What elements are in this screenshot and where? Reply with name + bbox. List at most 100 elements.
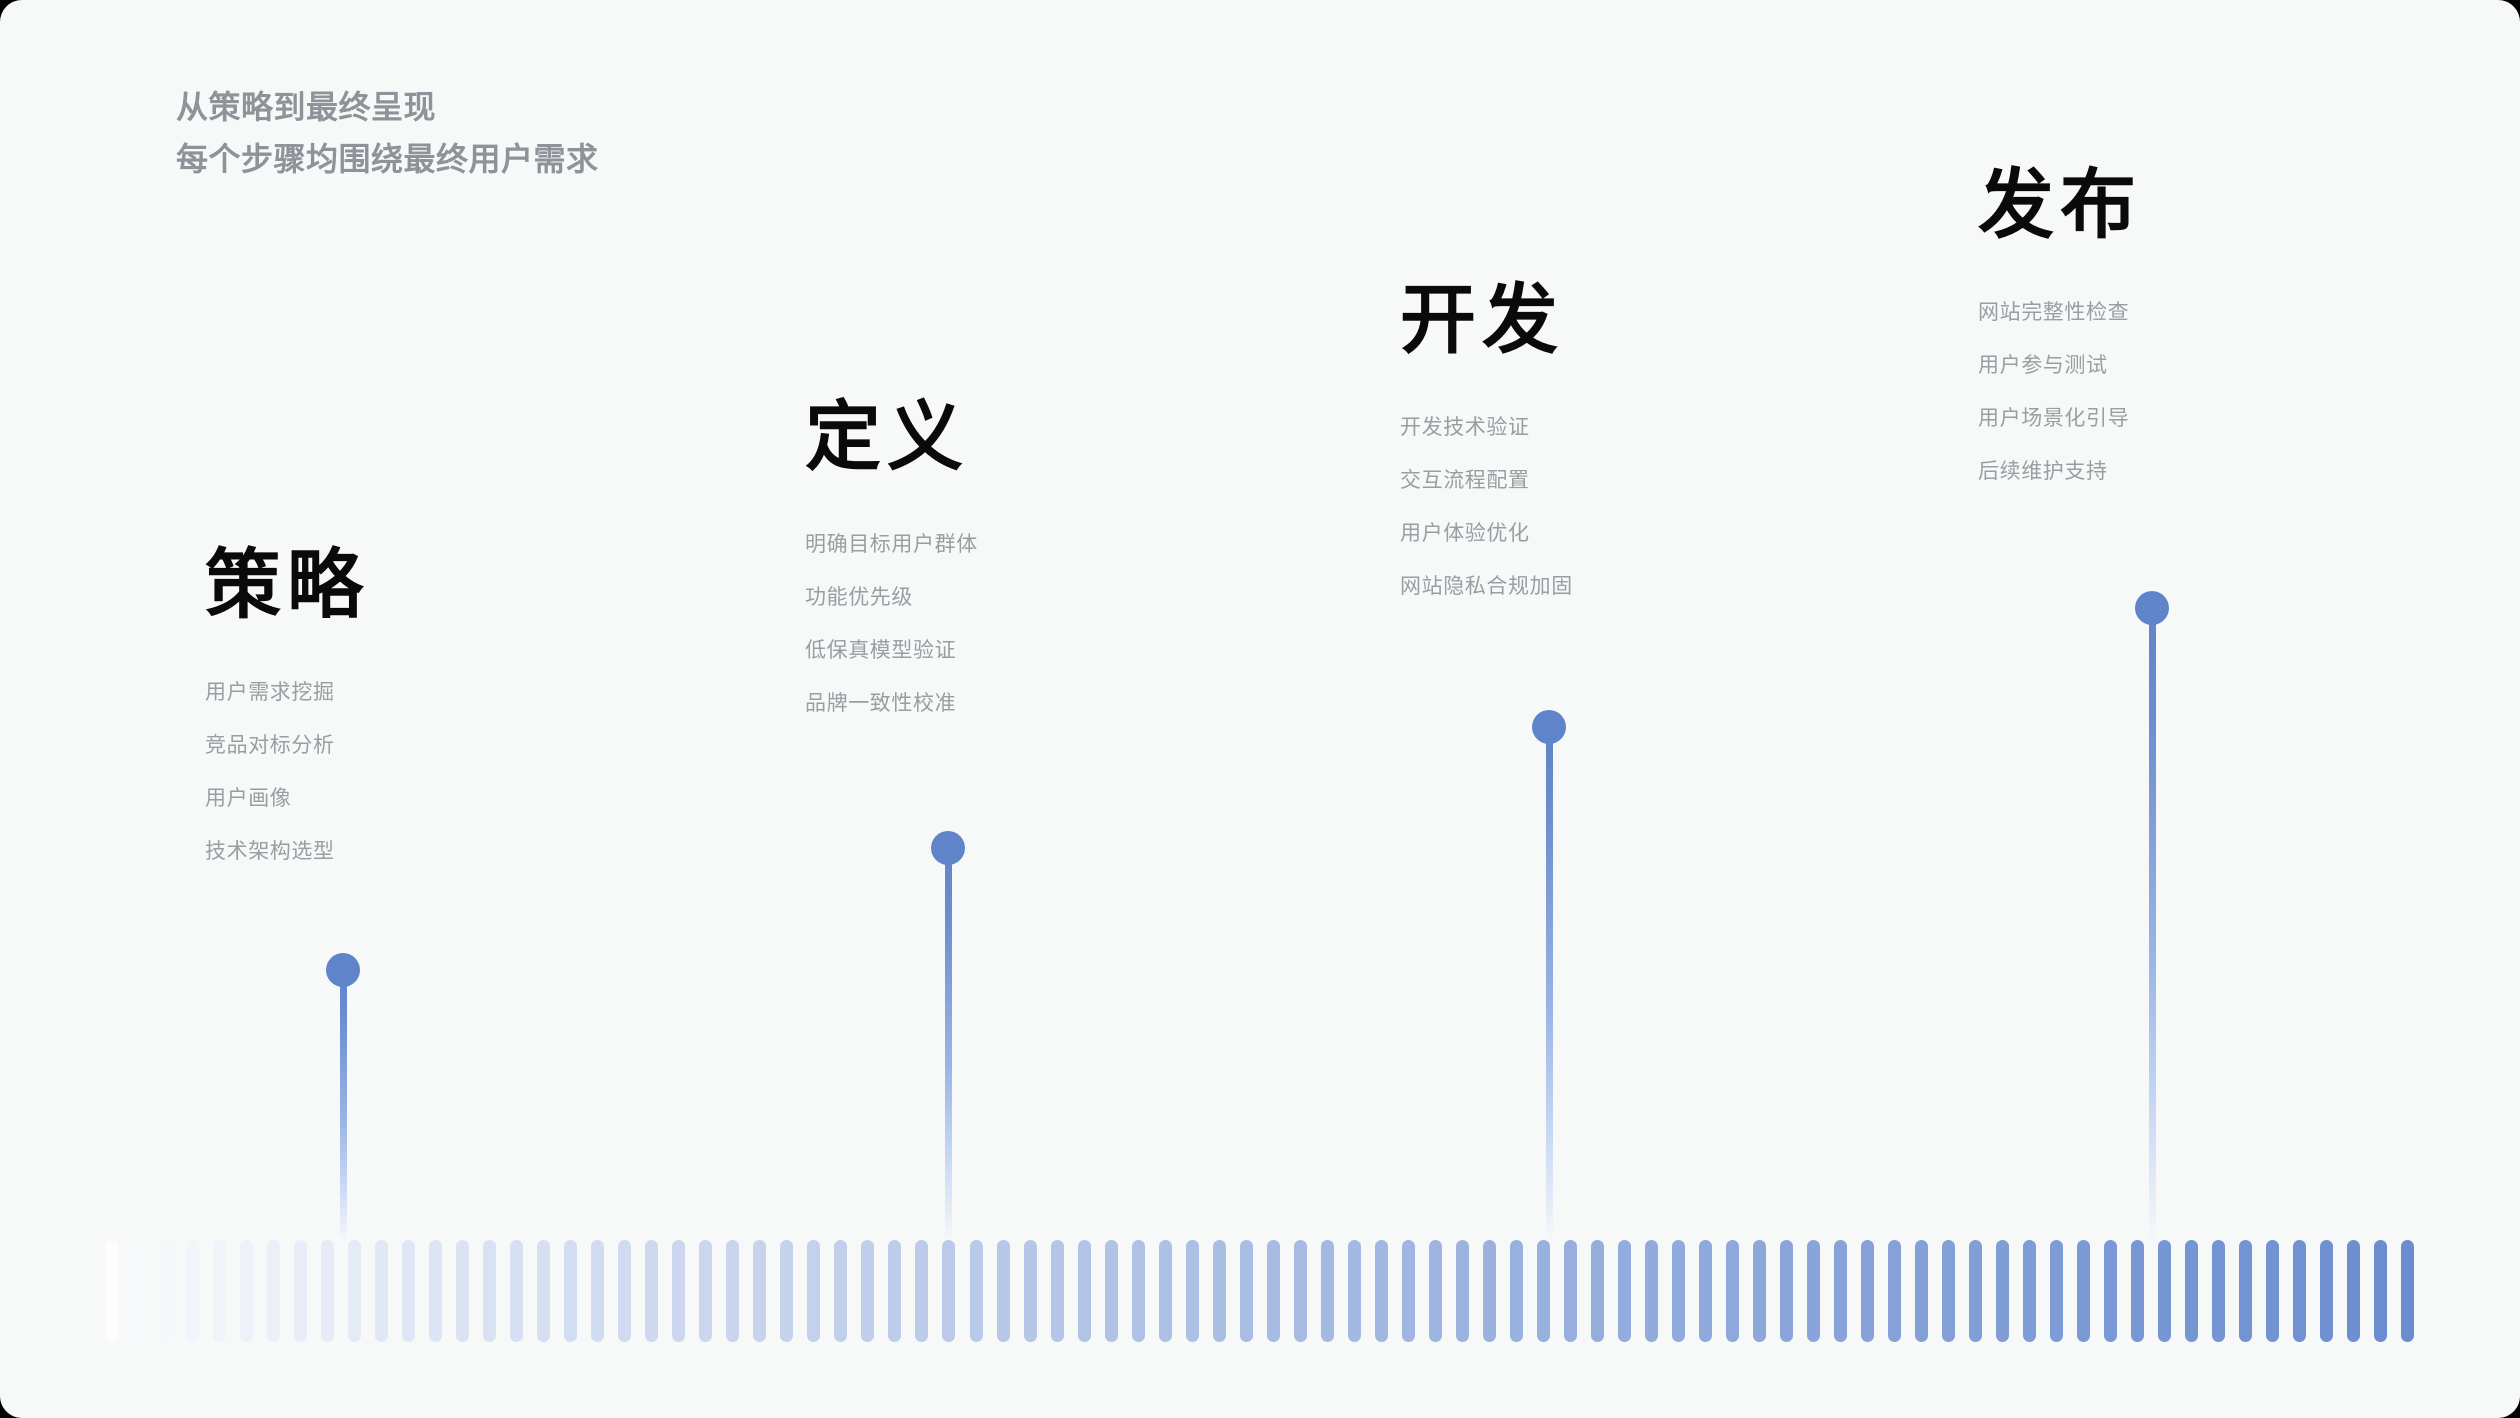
baseline-bar xyxy=(2023,1240,2037,1342)
baseline-bar xyxy=(1077,1240,1091,1342)
baseline-bar xyxy=(1698,1240,1712,1342)
baseline-bar xyxy=(267,1240,281,1342)
stage-item: 网站隐私合规加固 xyxy=(1400,575,1573,598)
stage-title: 定义 xyxy=(805,395,969,480)
baseline-bar xyxy=(1888,1240,1902,1342)
baseline-bar xyxy=(618,1240,632,1342)
stage-item: 用户画像 xyxy=(205,787,292,810)
baseline-bar xyxy=(537,1240,551,1342)
stage-item: 技术架构选型 xyxy=(205,840,335,863)
baseline-bar xyxy=(186,1240,200,1342)
stage-title: 发布 xyxy=(1978,163,2142,248)
stage-item: 用户参与测试 xyxy=(1978,354,2108,377)
stage-item: 竞品对标分析 xyxy=(205,734,335,757)
baseline-bar xyxy=(2293,1240,2307,1342)
stage-item-list: 网站完整性检查用户参与测试用户场景化引导后续维护支持 xyxy=(1978,286,2142,498)
stage-item: 用户需求挖掘 xyxy=(205,681,335,704)
baseline-bar xyxy=(240,1240,254,1342)
stage-item: 开发技术验证 xyxy=(1400,416,1530,439)
baseline-bar xyxy=(834,1240,848,1342)
baseline-bar xyxy=(1617,1240,1631,1342)
baseline-bar xyxy=(2185,1240,2199,1342)
baseline-bar xyxy=(1942,1240,1956,1342)
baseline-bar xyxy=(1158,1240,1172,1342)
baseline-bar xyxy=(1752,1240,1766,1342)
baseline-bar xyxy=(564,1240,578,1342)
baseline-bar xyxy=(348,1240,362,1342)
baseline-bar xyxy=(1806,1240,1820,1342)
baseline-bar xyxy=(996,1240,1010,1342)
header-line-2: 每个步骤均围绕最终用户需求 xyxy=(176,140,599,177)
header-line-1: 从策略到最终呈现 xyxy=(176,89,437,125)
baseline-bar xyxy=(1104,1240,1118,1342)
stage-title: 策略 xyxy=(205,543,369,628)
baseline-bar xyxy=(807,1240,821,1342)
baseline-bar xyxy=(1915,1240,1929,1342)
stage-item: 功能优先级 xyxy=(805,586,913,609)
stage-item: 网站完整性检查 xyxy=(1978,301,2130,324)
stage-item: 后续维护支持 xyxy=(1978,460,2108,483)
baseline-bar xyxy=(1131,1240,1145,1342)
pin-stem xyxy=(944,848,952,1242)
baseline-bar xyxy=(672,1240,686,1342)
baseline-bar xyxy=(1374,1240,1388,1342)
baseline-bar xyxy=(699,1240,713,1342)
pin-dot-icon[interactable] xyxy=(2135,591,2169,625)
baseline-bar xyxy=(1834,1240,1847,1342)
baseline-bar xyxy=(1590,1240,1604,1342)
baseline-bar xyxy=(1455,1240,1469,1342)
baseline-bar xyxy=(1185,1240,1199,1342)
baseline-bar xyxy=(375,1240,389,1342)
stage-column-2: 定义明确目标用户群体功能优先级低保真模型验证品牌一致性校准 xyxy=(805,400,978,730)
pin-dot-icon[interactable] xyxy=(326,953,360,987)
baseline-bar xyxy=(2320,1240,2334,1342)
baseline-bar xyxy=(2401,1240,2415,1342)
stage-column-4: 发布网站完整性检查用户参与测试用户场景化引导后续维护支持 xyxy=(1978,168,2142,498)
baseline-bar xyxy=(483,1240,497,1342)
baseline-bar xyxy=(591,1240,605,1342)
baseline-bar xyxy=(942,1240,956,1342)
baseline-bar xyxy=(1347,1240,1361,1342)
baseline-bar xyxy=(861,1240,875,1342)
baseline-bar xyxy=(1563,1240,1577,1342)
baseline-bar xyxy=(753,1240,767,1342)
baseline-bar xyxy=(294,1240,308,1342)
baseline-bar xyxy=(1050,1240,1064,1342)
baseline-bar xyxy=(1509,1240,1523,1342)
pin-dot-icon[interactable] xyxy=(1532,710,1566,744)
header: 从策略到最终呈现 每个步骤均围绕最终用户需求 xyxy=(176,82,599,186)
baseline-bar xyxy=(1023,1240,1037,1342)
baseline-bar xyxy=(780,1240,794,1342)
baseline-bar xyxy=(915,1240,929,1342)
baseline-bar xyxy=(888,1240,902,1342)
baseline-bar xyxy=(645,1240,659,1342)
baseline-bar xyxy=(1428,1240,1442,1342)
baseline-bar xyxy=(2104,1240,2118,1342)
baseline-bar xyxy=(1239,1240,1253,1342)
baseline-bar xyxy=(1725,1240,1739,1342)
baseline-bar xyxy=(1212,1240,1226,1342)
baseline-bar xyxy=(132,1240,146,1342)
stage-item-list: 用户需求挖掘竞品对标分析用户画像技术架构选型 xyxy=(205,666,369,878)
stage-item-list: 明确目标用户群体功能优先级低保真模型验证品牌一致性校准 xyxy=(805,518,978,730)
baseline-bar xyxy=(1293,1240,1307,1342)
pin-stem xyxy=(1545,727,1553,1243)
baseline-bar xyxy=(1861,1240,1875,1342)
baseline-bar-row xyxy=(105,1240,2415,1342)
baseline-bar xyxy=(510,1240,524,1342)
pin-dot-icon[interactable] xyxy=(931,831,965,865)
baseline-bar xyxy=(2266,1240,2280,1342)
baseline-bar xyxy=(429,1240,443,1342)
baseline-bar xyxy=(2212,1240,2226,1342)
baseline-bar xyxy=(726,1240,740,1342)
stage-column-1: 策略用户需求挖掘竞品对标分析用户画像技术架构选型 xyxy=(205,548,369,878)
stage-item: 品牌一致性校准 xyxy=(805,692,957,715)
baseline-bar xyxy=(2374,1240,2388,1342)
stage-column-3: 开发开发技术验证交互流程配置用户体验优化网站隐私合规加固 xyxy=(1400,283,1573,613)
baseline-bar xyxy=(1320,1240,1334,1342)
baseline-bar xyxy=(1482,1240,1496,1342)
baseline-bar xyxy=(1671,1240,1685,1342)
stage-item: 明确目标用户群体 xyxy=(805,533,978,556)
baseline-bar xyxy=(2077,1240,2091,1342)
